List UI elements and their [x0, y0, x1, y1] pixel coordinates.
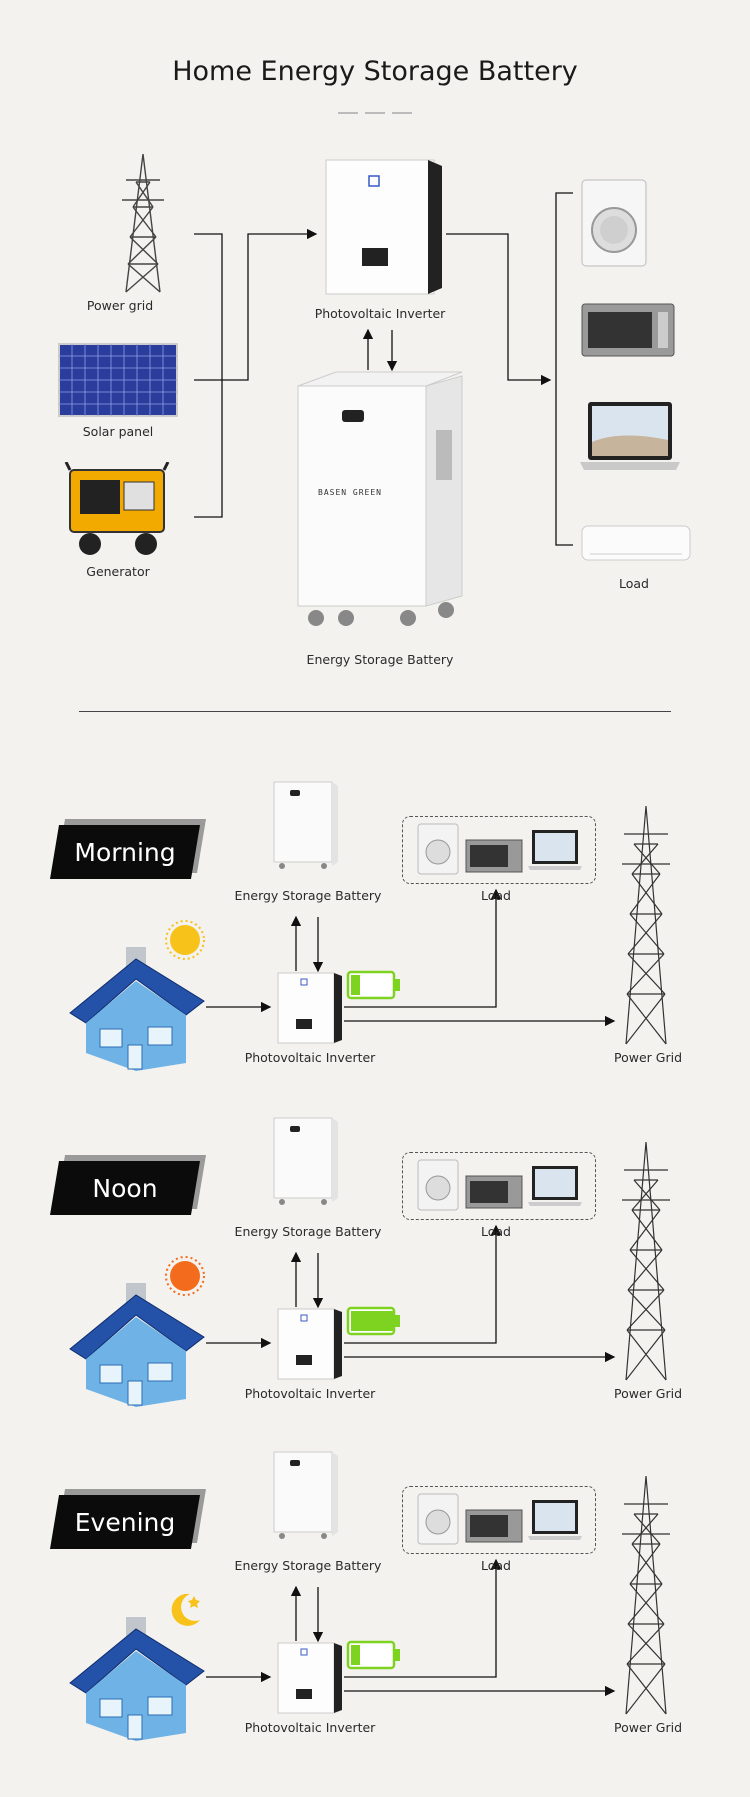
scenario-title: Evening: [50, 1495, 200, 1549]
power-grid-label: Power grid: [86, 298, 154, 313]
battery-label: Energy Storage Battery: [234, 1224, 382, 1239]
house-icon: [69, 1283, 205, 1407]
scenario-tag: Morning: [50, 819, 206, 879]
battery-label: Energy Storage Battery: [234, 888, 382, 903]
battery-brand: BASEN GREEN: [318, 488, 382, 497]
air-conditioner-icon: [581, 525, 691, 561]
solar-panel-label: Solar panel: [82, 424, 154, 439]
load-label: Load: [481, 888, 511, 903]
scenario-tag: Noon: [50, 1155, 206, 1215]
grid-label: Power Grid: [614, 1050, 682, 1065]
washing-machine-icon: [581, 179, 647, 267]
power-tower-icon: [122, 153, 164, 293]
generator-icon: [64, 462, 170, 555]
charge-level-icon: [346, 970, 400, 1000]
load-appliances-icon: [417, 823, 582, 875]
laptop-icon: [580, 402, 680, 470]
load-group: [402, 816, 596, 884]
charge-level-icon: [346, 1640, 400, 1670]
small-inverter-icon: [277, 972, 342, 1044]
sun-icon: [165, 1256, 205, 1296]
house-icon: [69, 1617, 205, 1741]
microwave-icon: [581, 303, 675, 357]
sun-icon: [165, 920, 205, 960]
grid-tower-icon: [622, 805, 670, 1045]
house-icon: [69, 947, 205, 1071]
small-battery-icon: [273, 781, 338, 869]
grid-tower-icon: [622, 1475, 670, 1715]
load-label: Load: [619, 576, 649, 591]
generator-label: Generator: [86, 564, 150, 579]
scenario-tag: Evening: [50, 1489, 206, 1549]
load-appliances-icon: [417, 1493, 582, 1545]
load-group: [402, 1152, 596, 1220]
solar-panel-icon: [58, 343, 178, 417]
load-label: Load: [481, 1224, 511, 1239]
grid-label: Power Grid: [614, 1720, 682, 1735]
page-title: Home Energy Storage Battery: [172, 56, 578, 87]
inverter-label: Photovoltaic Inverter: [244, 1050, 376, 1065]
inverter-icon: [325, 159, 442, 295]
load-label: Load: [481, 1558, 511, 1573]
battery-label: Energy Storage Battery: [234, 1558, 382, 1573]
inverter-label: Photovoltaic Inverter: [244, 1720, 376, 1735]
inverter-label: Photovoltaic Inverter: [314, 306, 446, 321]
load-group: [402, 1486, 596, 1554]
small-inverter-icon: [277, 1308, 342, 1380]
section-divider: [79, 711, 671, 712]
battery-cabinet-icon: [297, 371, 463, 626]
charge-level-icon: [346, 1306, 400, 1336]
grid-tower-icon: [622, 1141, 670, 1381]
moon-icon: [171, 1593, 200, 1626]
small-battery-icon: [273, 1451, 338, 1539]
small-battery-icon: [273, 1117, 338, 1205]
load-appliances-icon: [417, 1159, 582, 1211]
battery-label: Energy Storage Battery: [306, 652, 454, 667]
title-underline: [338, 112, 412, 114]
scenario-title: Noon: [50, 1161, 200, 1215]
grid-label: Power Grid: [614, 1386, 682, 1401]
small-inverter-icon: [277, 1642, 342, 1714]
scenario-title: Morning: [50, 825, 200, 879]
inverter-label: Photovoltaic Inverter: [244, 1386, 376, 1401]
